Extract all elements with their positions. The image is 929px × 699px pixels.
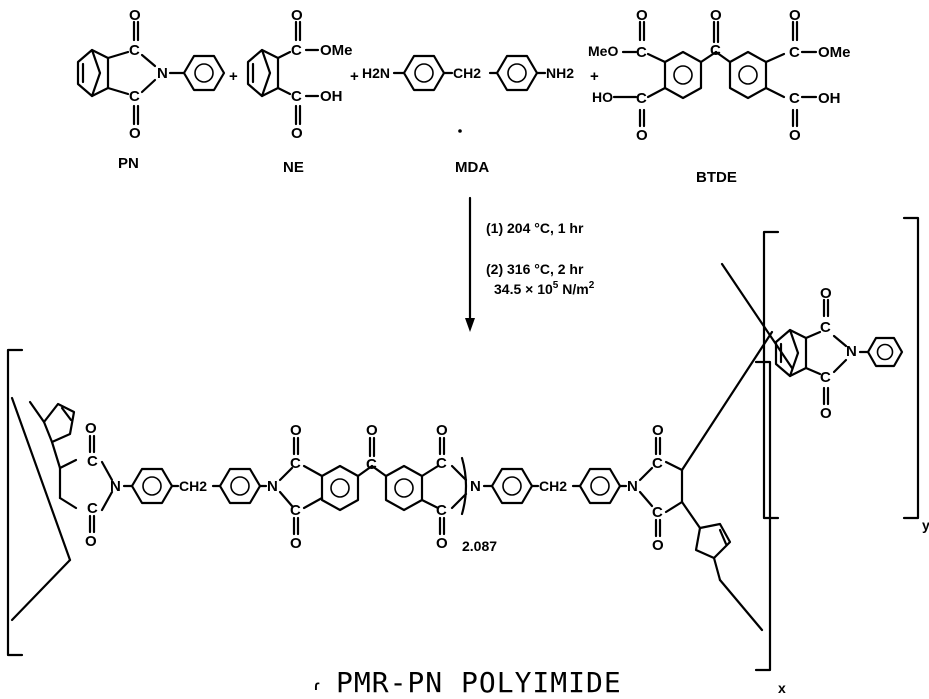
pn-structure: O C N C O [76, 7, 226, 142]
btde-o-3: O [789, 7, 801, 24]
prod-o-7: O [652, 422, 664, 439]
prod-o-6: O [436, 535, 448, 552]
btde-meo: MeO [588, 43, 618, 59]
prod-n-2: N [267, 478, 278, 495]
prod-o-2: O [85, 533, 97, 550]
prod-c-2: C [87, 500, 98, 517]
btde-o-4: O [789, 127, 801, 144]
prod-c-4: C [290, 502, 301, 519]
plus-2: + [350, 68, 359, 85]
prod-c-3: C [290, 455, 301, 472]
product-mda-2: CH2 N [482, 467, 638, 505]
pn-end-c-bottom: C [820, 369, 831, 386]
pn-c-top: C [129, 42, 140, 59]
btde-c-2: C [636, 90, 647, 107]
product-right-endcap: O C C O [638, 330, 774, 632]
prod-o-1: O [85, 420, 97, 437]
pn-end-o-top: O [820, 285, 832, 302]
btde-ho: HO [592, 89, 613, 105]
product-btda-core: O C C O O C O C C O N 2.087 [278, 422, 497, 554]
ne-c-bottom: C [291, 88, 302, 105]
label-mda: MDA [455, 159, 489, 176]
product-title: PMR-PN POLYIMIDE [336, 666, 622, 699]
prod-c-keto: C [366, 456, 377, 473]
prod-o-keto: O [366, 422, 378, 439]
pn-n: N [157, 65, 168, 82]
pn-end-c-top: C [820, 319, 831, 336]
prod-c-6: C [436, 502, 447, 519]
reaction-arrow [465, 196, 475, 332]
stray-dot [458, 129, 462, 133]
subscript-x: x [778, 680, 786, 696]
prod-c-1: C [87, 453, 98, 470]
mda-h2n: H2N [362, 65, 390, 81]
prod-c-5: C [436, 455, 447, 472]
product-mda-1: CH2 N [122, 467, 278, 505]
prod-o-4: O [290, 535, 302, 552]
pn-o-top: O [129, 7, 141, 24]
btde-c-keto: C [710, 42, 721, 59]
ne-c-top: C [291, 42, 302, 59]
label-pn: PN [118, 155, 139, 172]
stray-mark: ɾ [314, 677, 320, 693]
mda-structure: H2N CH2 NH2 [362, 54, 574, 92]
prod-ch2-1: CH2 [179, 478, 207, 494]
label-btde: BTDE [696, 169, 737, 186]
condition-step1: (1) 204 °C, 1 hr [486, 220, 584, 236]
label-ne: NE [283, 159, 304, 176]
btde-structure: MeO HO O C C O O C O C OMe C OH [588, 7, 851, 144]
pn-end-o-bottom: O [820, 405, 832, 422]
btde-o-keto: O [710, 7, 722, 24]
btde-c-3: C [789, 44, 800, 61]
plus-1: + [229, 68, 238, 85]
ne-structure: O C OMe C OH O [246, 7, 353, 142]
subscript-y: y [922, 517, 929, 533]
pn-c-bottom: C [129, 88, 140, 105]
prod-n-3: N [470, 478, 481, 495]
product-pn-bracket: y [762, 216, 929, 533]
btde-ome: OMe [818, 44, 851, 61]
prod-o-8: O [652, 537, 664, 554]
ne-o-top: O [291, 7, 303, 24]
btde-oh: OH [818, 90, 841, 107]
prod-o-5: O [436, 422, 448, 439]
btde-o-1: O [636, 7, 648, 24]
mda-ch2: CH2 [453, 65, 481, 81]
mda-nh2: NH2 [546, 65, 574, 81]
btde-c-1: C [636, 44, 647, 61]
condition-pressure: 34.5 × 105 N/m2 [494, 280, 595, 297]
product-main-bracket: x [6, 348, 786, 696]
prod-o-3: O [290, 422, 302, 439]
pn-end-n: N [846, 343, 857, 360]
btde-c-4: C [789, 90, 800, 107]
btde-o-2: O [636, 127, 648, 144]
condition-step2: (2) 316 °C, 2 hr [486, 261, 584, 277]
prod-ch2-2: CH2 [539, 478, 567, 494]
plus-3: + [590, 68, 599, 85]
prod-c-8: C [652, 504, 663, 521]
ne-oh: OH [320, 88, 343, 105]
product-pn-endgroup: O C N C O [720, 262, 904, 422]
pn-o-bottom: O [129, 125, 141, 142]
ne-ome: OMe [320, 42, 353, 59]
ne-o-bottom: O [291, 125, 303, 142]
product-left-endcap: O C C O N [10, 396, 121, 622]
prod-c-7: C [652, 455, 663, 472]
prod-n-4: N [627, 478, 638, 495]
prod-n-1: N [110, 478, 121, 495]
repeat-subscript: 2.087 [462, 538, 497, 554]
